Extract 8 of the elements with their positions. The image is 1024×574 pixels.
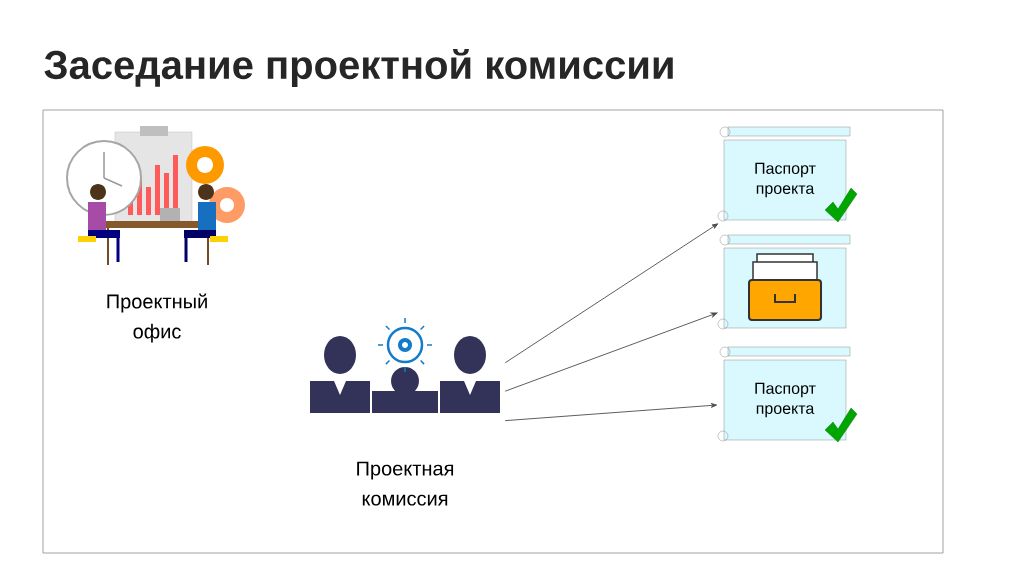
- arrow: [504, 223, 719, 364]
- title: Заседание проектной комиссии: [44, 48, 673, 88]
- arrow: [504, 312, 718, 392]
- scroll: Паспорт проекта: [717, 126, 851, 222]
- caption-text: Проектная комиссия: [357, 461, 454, 506]
- scroll: Паспорт проекта: [717, 346, 851, 442]
- arrow: [504, 403, 717, 422]
- caption-text: Проектный офис: [107, 293, 207, 343]
